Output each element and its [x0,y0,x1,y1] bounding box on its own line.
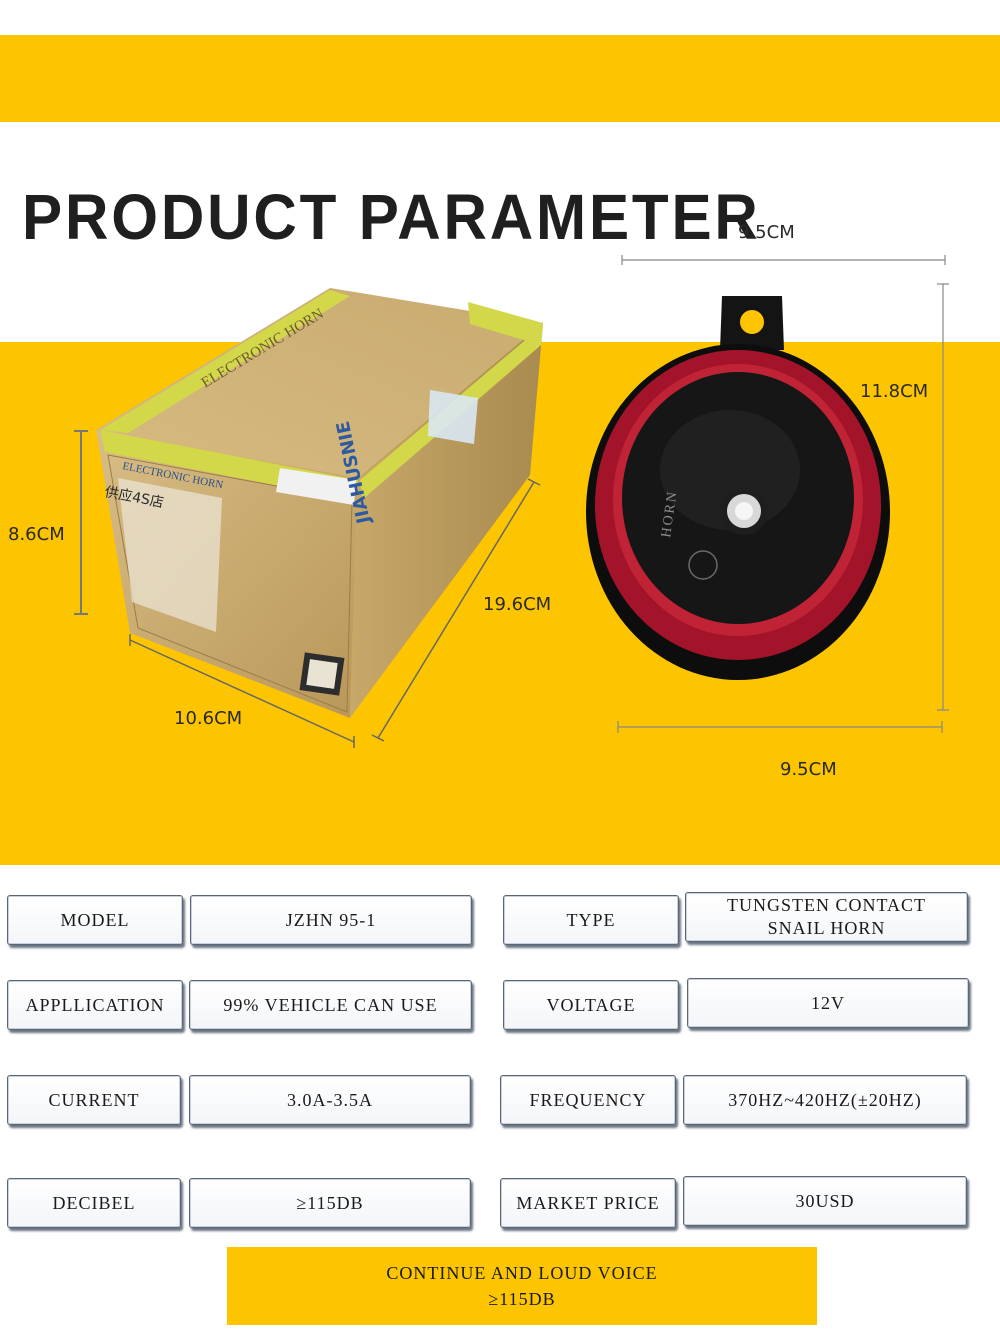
type-value: TUNGSTEN CONTACT SNAIL HORN [685,892,968,942]
box-width-label: 10.6CM [174,708,243,729]
box-height-line [80,430,82,615]
box-height-label: 8.6CM [8,524,65,545]
voice-banner-line-1: CONTINUE AND LOUD VOICE [386,1263,658,1283]
voltage-value: 12V [687,978,969,1028]
type-value-line-2: SNAIL HORN [767,918,886,938]
box-height-tick-top [74,430,88,432]
application-value: 99% VEHICLE CAN USE [189,980,472,1030]
frequency-label: FREQUENCY [500,1075,676,1125]
horn-height-label: 11.8CM [860,381,929,402]
voice-banner: CONTINUE AND LOUD VOICE ≥115DB [227,1247,817,1325]
decibel-label: DECIBEL [7,1178,181,1228]
horn-print-label: HORN [659,489,680,538]
box-height-tick-bottom [74,613,88,615]
current-label: CURRENT [7,1075,181,1125]
horn-bottom-width-label: 9.5CM [780,759,837,780]
type-label: TYPE [503,895,679,945]
product-box-image: ELECTRONIC HORN ELECTRONIC HORN 供应4S店 JI… [96,288,543,718]
horn-top-width-label: 9.5CM [738,222,795,243]
box-length-label: 19.6CM [483,594,552,615]
type-value-line-1: TUNGSTEN CONTACT [726,895,927,915]
decibel-value: ≥115DB [189,1178,471,1228]
current-value: 3.0A-3.5A [189,1075,471,1125]
top-yellow-band [0,35,1000,122]
market-price-value: 30USD [683,1176,967,1226]
product-horn-image: HORN [586,296,890,680]
voice-banner-line-2: ≥115DB [488,1289,556,1309]
frequency-value: 370HZ~420HZ(±20HZ) [683,1075,967,1125]
model-value: JZHN 95-1 [190,895,472,945]
model-label: MODEL [7,895,183,945]
page-title: PRODUCT PARAMETER [22,181,761,253]
application-label: APPLLICATION [7,980,183,1030]
voltage-label: VOLTAGE [503,980,679,1030]
market-price-label: MARKET PRICE [500,1178,676,1228]
